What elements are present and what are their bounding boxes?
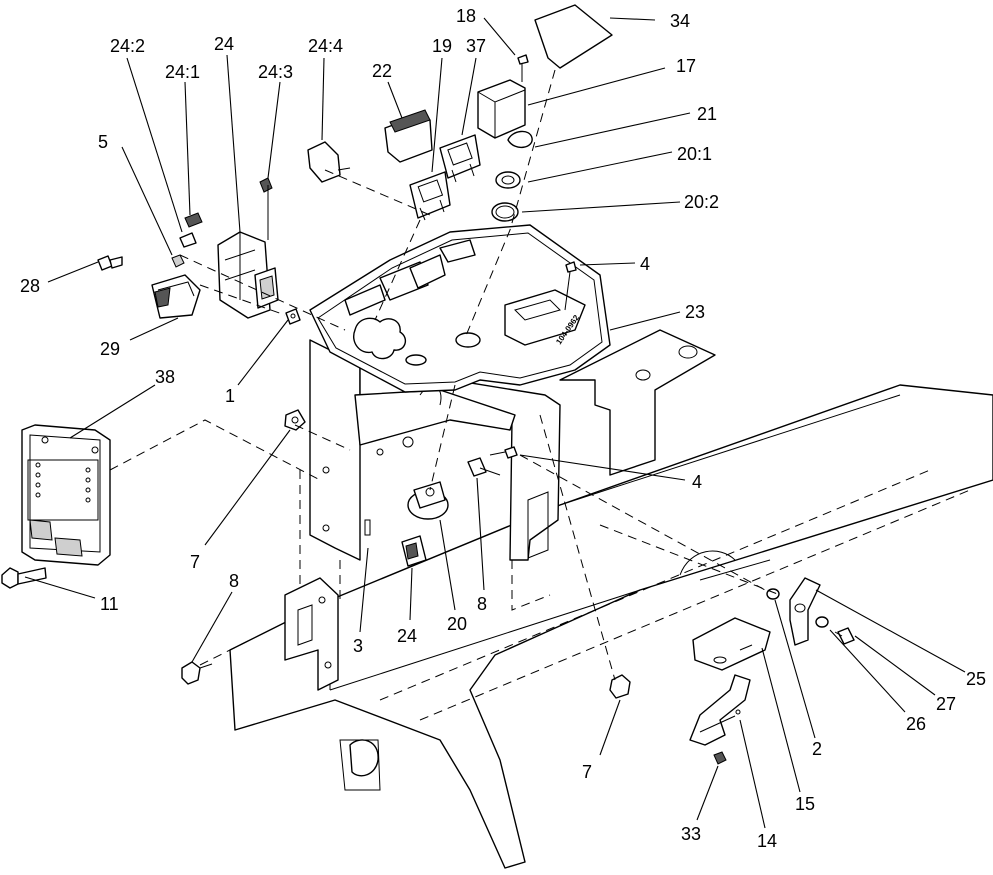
callout-8-left: 8 [229,571,239,591]
socket-20 [407,481,449,520]
lever-14 [689,674,751,746]
bolt-11 [1,567,47,589]
nuts [171,254,301,325]
callout-labels: 18 34 24:2 24 24:4 19 37 17 24:1 24:3 22… [20,6,986,851]
callout-24: 24 [214,34,234,54]
callout-28: 28 [20,276,40,296]
callout-26: 26 [906,714,926,734]
callout-4-top: 4 [640,254,650,274]
switch-37 [439,134,481,183]
callout-5: 5 [98,132,108,152]
callout-17: 17 [676,56,696,76]
right-side-bracket [559,329,716,476]
nut-33 [713,751,727,765]
harness-module [21,419,321,566]
callout-4-mid: 4 [692,472,702,492]
lamp-24-4 [307,141,351,183]
callout-23: 23 [685,302,705,322]
callout-2: 2 [812,739,822,759]
nut-7-right [609,674,631,699]
callout-14: 14 [757,831,777,851]
callout-24-1: 24:1 [165,62,200,82]
callout-33: 33 [681,824,701,844]
support-pedestal [299,339,561,611]
callout-37: 37 [466,36,486,56]
fuse-block [217,231,279,319]
screw-4-top [564,261,577,311]
callout-25: 25 [966,669,986,689]
fuse-parts [179,177,273,248]
callout-11: 11 [100,594,119,614]
callout-24-2: 24:2 [110,36,145,56]
screw-4-mid [489,446,518,459]
switch-29 [151,274,201,319]
assembly-lines [179,69,781,681]
callout-24-3: 24:3 [258,62,293,82]
callout-29: 29 [100,339,120,359]
callout-38: 38 [155,367,175,387]
callout-22: 22 [372,61,392,81]
latch-25 [789,577,821,646]
bracket-15 [692,617,771,671]
callout-19: 19 [432,36,452,56]
callout-21: 21 [697,104,717,124]
callout-18: 18 [456,6,476,26]
callout-20-1: 20:1 [677,144,712,164]
switch-19 [409,171,451,221]
callout-1: 1 [225,386,235,406]
callout-7-left: 7 [190,552,200,572]
washer-7-left [284,409,306,431]
key-switch-17 [477,79,526,139]
screw-28 [97,255,123,271]
callout-3: 3 [353,636,363,656]
bezel-and-washers [491,130,533,222]
module-pins [35,462,91,503]
callout-8-mid: 8 [477,594,487,614]
callout-15: 15 [795,794,815,814]
decal-34 [534,4,613,69]
callout-24-4: 24:4 [308,36,343,56]
stud-8-mid [467,457,501,477]
callout-7-right: 7 [582,762,592,782]
callout-20-2: 20:2 [684,192,719,212]
connector-24 [401,535,427,567]
left-upright-bracket [284,577,339,691]
screw-18 [517,54,529,82]
callout-34: 34 [670,11,690,31]
callout-20: 20 [447,614,467,634]
bolt-8-left [181,661,213,685]
leader-lines [24,17,966,829]
callout-24-low: 24 [397,626,417,646]
control-panel-plate: 104-0962 [309,224,611,393]
callout-27: 27 [936,694,956,714]
switch-22 [384,109,433,163]
washer-27 [815,616,829,628]
bolt-26 [834,627,855,645]
